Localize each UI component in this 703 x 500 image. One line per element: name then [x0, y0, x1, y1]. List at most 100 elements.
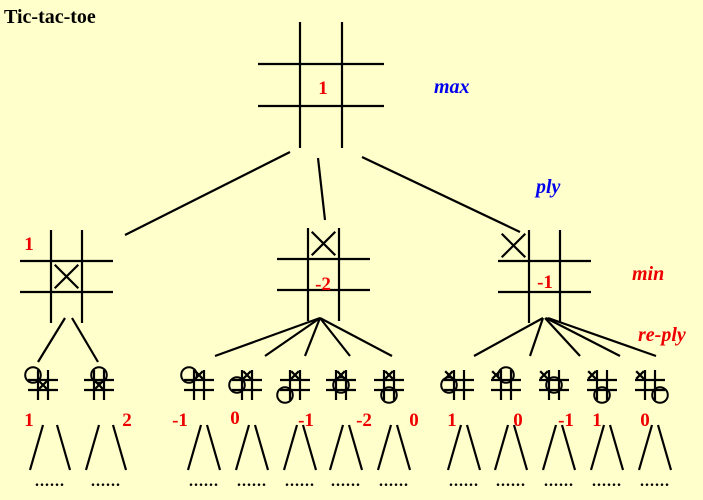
continuation-dots: ......: [640, 473, 670, 490]
reply-board-12-value: 0: [640, 410, 650, 431]
reply-board-1-value: 1: [24, 410, 34, 431]
level-label-ply: ply: [534, 176, 561, 198]
continuation-branch-10: ......: [541, 424, 577, 490]
tree-edge: [264, 317, 321, 357]
continuation-dots: ......: [544, 473, 574, 490]
continuation-dots: ......: [331, 473, 361, 490]
reply-board-2: [84, 366, 114, 400]
reply-board-9: [491, 366, 521, 400]
x-mark: [38, 380, 48, 390]
reply-board-6: [326, 370, 356, 400]
reply-board-3-value: -1: [172, 410, 188, 431]
x-mark: [539, 370, 549, 380]
ply-board-2-value: -2: [315, 274, 331, 295]
reply-board-10: [539, 370, 569, 400]
continuation-branch-7: ......: [376, 424, 412, 490]
continuation-dots: ......: [496, 473, 526, 490]
tree-edges: [37, 151, 657, 363]
o-mark: [497, 366, 515, 384]
reply-board-3: [180, 366, 214, 400]
tree-edge: [319, 317, 393, 357]
x-mark: [194, 370, 204, 380]
continuation-branches: ........................................…: [28, 424, 673, 490]
reply-board-8: [440, 370, 474, 400]
reply-board-11: [587, 370, 617, 404]
o-mark: [545, 376, 563, 394]
o-mark: [228, 376, 246, 394]
o-mark: [180, 366, 198, 384]
x-mark: [384, 370, 394, 380]
reply-board-11-value: 1: [592, 410, 602, 431]
reply-board-5-value: -1: [298, 410, 314, 431]
x-mark: [242, 370, 252, 380]
x-mark: [500, 232, 527, 259]
continuation-branch-9: ......: [493, 424, 529, 490]
o-mark: [380, 386, 398, 404]
continuation-branch-3: ......: [186, 424, 222, 490]
tree-edge: [319, 317, 351, 357]
continuation-dots: ......: [449, 473, 479, 490]
continuation-branch-4: ......: [234, 424, 270, 490]
x-mark: [635, 370, 645, 380]
x-mark: [310, 230, 337, 257]
reply-board-9-value: 0: [513, 410, 523, 431]
continuation-branch-2: ......: [84, 424, 128, 490]
o-mark: [276, 386, 294, 404]
level-label-min: min: [632, 263, 664, 285]
reply-board-4-value: 0: [230, 408, 240, 429]
x-mark: [53, 263, 80, 290]
reply-board-6-value: -2: [356, 410, 372, 431]
reply-board-7-value: 0: [409, 410, 419, 431]
reply-board-1: [24, 366, 58, 400]
reply-board-8-value: 1: [447, 410, 457, 431]
reply-board-7: [374, 370, 404, 404]
o-mark: [593, 386, 611, 404]
tree-edge: [71, 317, 99, 363]
reply-board-12: [635, 370, 669, 404]
tree-edge: [544, 317, 581, 357]
root-board: [258, 22, 384, 148]
tree-edge: [361, 156, 521, 233]
tree-edge: [124, 151, 291, 236]
o-mark: [651, 386, 669, 404]
continuation-dots: ......: [592, 473, 622, 490]
tree-edge: [303, 317, 322, 357]
tree-edge: [528, 317, 545, 357]
continuation-dots: ......: [35, 473, 65, 490]
continuation-branch-8: ......: [446, 424, 482, 490]
x-mark: [94, 380, 104, 390]
tree-edge: [316, 157, 327, 221]
level-label-max: max: [434, 76, 470, 98]
continuation-dots: ......: [285, 473, 315, 490]
tree-edge: [473, 317, 544, 357]
continuation-branch-1: ......: [28, 424, 72, 490]
continuation-dots: ......: [379, 473, 409, 490]
o-mark: [332, 376, 350, 394]
continuation-branch-12: ......: [637, 424, 673, 490]
reply-board-5: [276, 370, 310, 404]
tree-edge: [547, 316, 657, 358]
root-value: 1: [318, 78, 328, 99]
tree-edge: [37, 317, 66, 363]
ply-board-1-value: 1: [24, 234, 34, 255]
tree-boards: [20, 22, 669, 404]
o-mark: [440, 376, 458, 394]
continuation-dots: ......: [189, 473, 219, 490]
o-mark: [24, 366, 42, 384]
ply-board-3: [498, 230, 591, 323]
continuation-branch-5: ......: [282, 424, 318, 490]
ply-board-2: [277, 228, 370, 321]
tree-edge: [545, 317, 621, 357]
continuation-dots: ......: [91, 473, 121, 490]
x-mark: [290, 370, 300, 380]
ply-board-3-value: -1: [537, 272, 553, 293]
ply-board-1: [20, 230, 113, 323]
reply-board-10-value: -1: [558, 410, 574, 431]
continuation-branch-11: ......: [589, 424, 625, 490]
x-mark: [587, 370, 597, 380]
diagram-title: Tic-tac-toe: [4, 6, 96, 28]
tree-edge: [214, 316, 321, 358]
continuation-branch-6: ......: [328, 424, 364, 490]
